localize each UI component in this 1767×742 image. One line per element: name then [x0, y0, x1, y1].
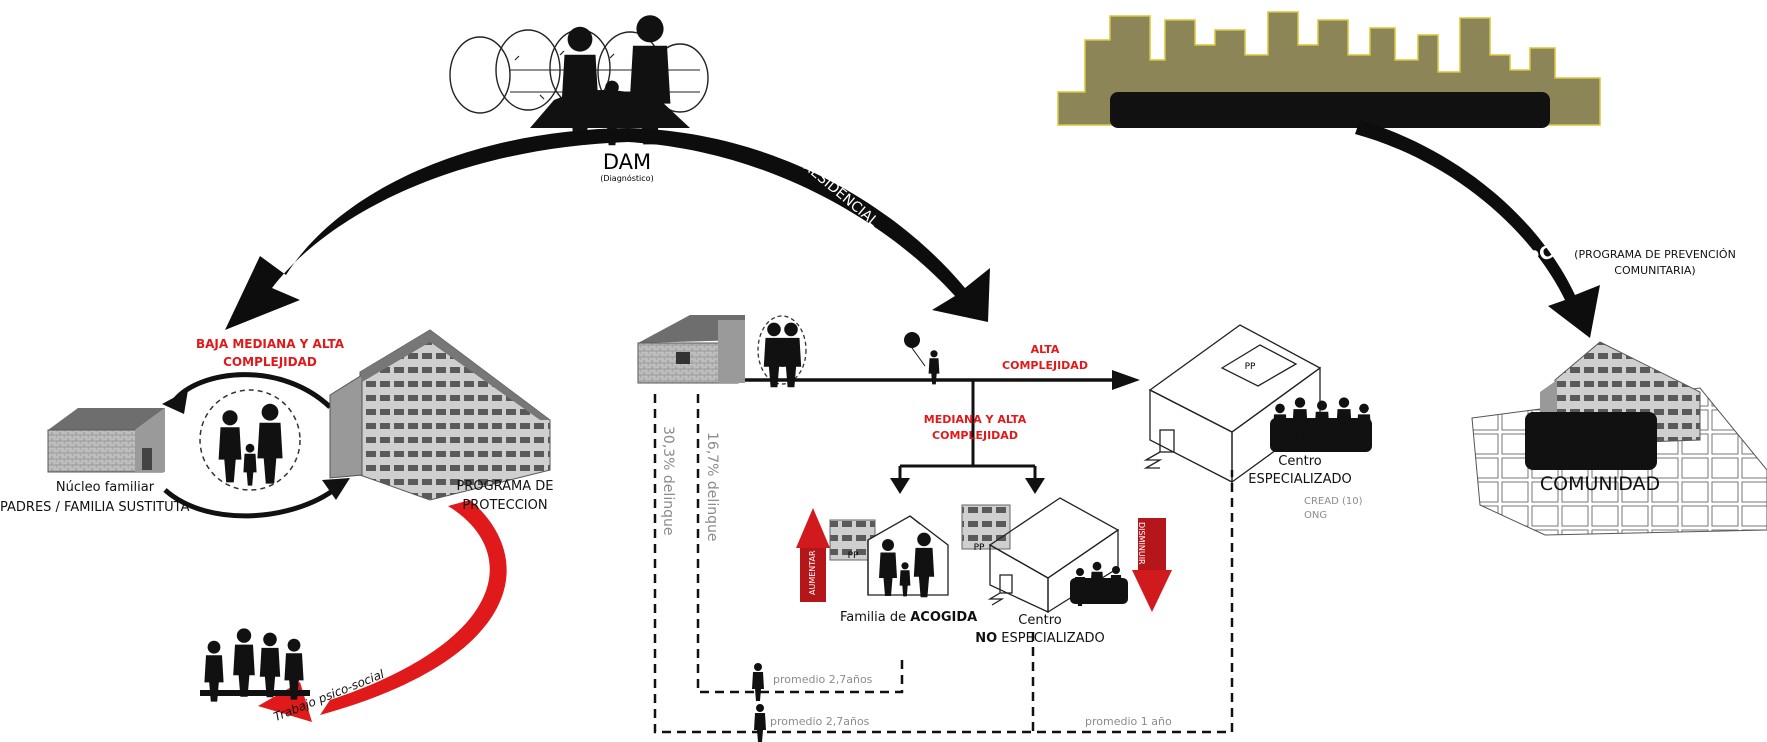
origin-house-icon [637, 315, 745, 384]
cread-label: CREAD (10) [1304, 496, 1363, 507]
psycho-social-red-arrow [320, 500, 507, 715]
dam-title: DAM [602, 150, 652, 174]
disminuir-label: DISMINUIR [1137, 522, 1146, 565]
disminuir-red-arrow [1132, 518, 1172, 612]
crowd-no-esp [1070, 561, 1128, 606]
acogida-arrowhead [890, 478, 910, 494]
pp-label-specialized: PP [1244, 362, 1256, 372]
program-forward-arrowhead [322, 478, 350, 500]
community-crowd [1525, 412, 1657, 470]
program-label-line2: PROTECCION [462, 498, 548, 513]
acogida-label: Familia de ACOGIDA [840, 610, 978, 625]
centro-esp-line2: ESPECIALIZADO [1248, 472, 1352, 487]
family-return-arrowhead [162, 390, 188, 414]
mediana-label-line1: MEDIANA Y ALTA [923, 413, 1027, 426]
comunidad-label: COMUNIDAD [1539, 473, 1661, 495]
delinque-30-label: 30,3% delinque [660, 426, 676, 536]
no-esp-building-icon [961, 504, 1011, 550]
centro-esp-line1: Centro [1278, 454, 1322, 469]
promedio-label-1: promedio 2,7años [773, 673, 873, 686]
promedio-label-2: promedio 2,7años [770, 715, 870, 728]
family-circle [199, 389, 301, 491]
pp-label-acogida: PP [847, 551, 859, 561]
ppc-desc-line2: COMUNITARIA) [1614, 264, 1696, 277]
family-house-icon [47, 408, 165, 473]
origin-family-circle [757, 315, 807, 388]
residencial-arrow [628, 128, 990, 322]
dam-subtitle: (Diagnóstico) [600, 174, 654, 183]
alta-complejidad-arrowhead [1112, 370, 1140, 390]
pp-label-no-esp: PP [973, 543, 985, 553]
mediana-label-line2: COMPLEJIDAD [932, 429, 1018, 442]
alta-label-line2: COMPLEJIDAD [1002, 359, 1088, 372]
family-label-line1: Núcleo familiar [55, 480, 155, 495]
promedio-label-3: promedio 1 año [1085, 715, 1172, 728]
no-esp-arrowhead [1025, 478, 1045, 494]
ambulatorio-arrow [225, 128, 628, 330]
baja-complejidad-line1: BAJA MEDIANA Y ALTA [195, 337, 345, 351]
no-esp-label-line2: NO ESPECIALIZADO [975, 631, 1105, 646]
city-crowd [1110, 92, 1550, 128]
family-silhouette [530, 15, 690, 146]
family-label-line2: PADRES / FAMILIA SUSTITUTA [0, 500, 190, 515]
delinque-16-label: 16,7% delinque [704, 432, 720, 542]
no-esp-label-line1: Centro [1018, 613, 1062, 628]
child-with-balloon [904, 332, 940, 385]
program-label-line1: PROGRAMA DE [456, 479, 554, 494]
recidivism-dashed-paths [653, 394, 1234, 734]
walking-child-2 [754, 704, 766, 742]
ppc-desc-line1: (PROGRAMA DE PREVENCIÓN [1574, 248, 1736, 261]
walking-child-1 [752, 663, 764, 701]
counseling-silhouettes [200, 628, 310, 702]
aumentar-label: AUMENTAR [808, 550, 817, 595]
alta-label-line1: ALTA [1030, 343, 1060, 356]
family-return-arrow [173, 372, 332, 409]
aumentar-red-arrow [796, 508, 830, 602]
no-esp-center-box [987, 497, 1120, 614]
program-forward-arrow [163, 483, 342, 519]
ppc-arrow [1355, 120, 1600, 338]
ong-label: ONG [1304, 510, 1328, 521]
crowd-specialized [1270, 397, 1372, 452]
baja-complejidad-line2: COMPLEJIDAD [223, 355, 317, 369]
protection-building-icon [329, 329, 551, 501]
